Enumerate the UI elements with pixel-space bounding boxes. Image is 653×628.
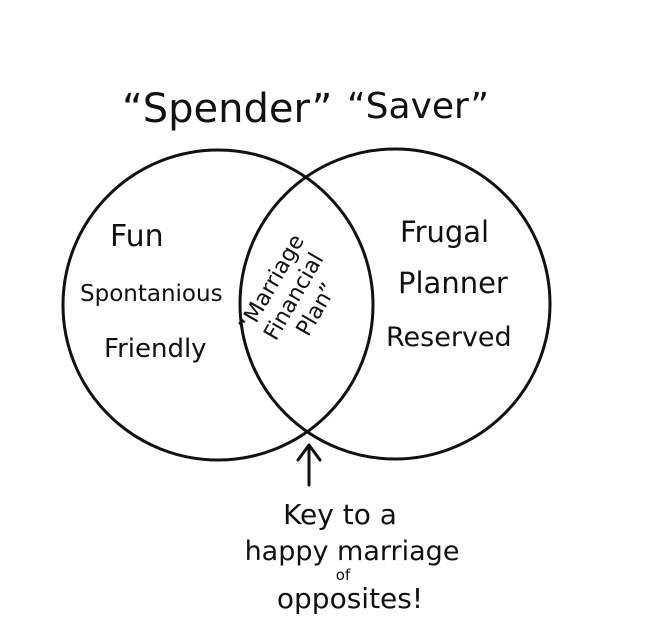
annotation-line-2: happy marriage [245, 536, 460, 567]
trait-spontanious: Spontanious [80, 281, 223, 307]
trait-reserved: Reserved [386, 322, 512, 353]
annotation-line-4: opposites! [277, 582, 423, 615]
annotation-line-3: of [336, 566, 351, 584]
trait-frugal: Frugal [400, 215, 489, 249]
trait-friendly: Friendly [104, 334, 207, 364]
saver-circle [238, 147, 552, 461]
overlap-label: “Marriage Financial Plan” [234, 230, 342, 344]
saver-title: “Saver” [347, 86, 489, 127]
arrow-up-icon [296, 443, 322, 487]
spender-title: “Spender” [122, 86, 332, 132]
spender-circle [61, 148, 375, 462]
trait-fun: Fun [110, 219, 164, 254]
annotation-line-1: Key to a [283, 498, 397, 531]
trait-planner: Planner [398, 266, 508, 300]
